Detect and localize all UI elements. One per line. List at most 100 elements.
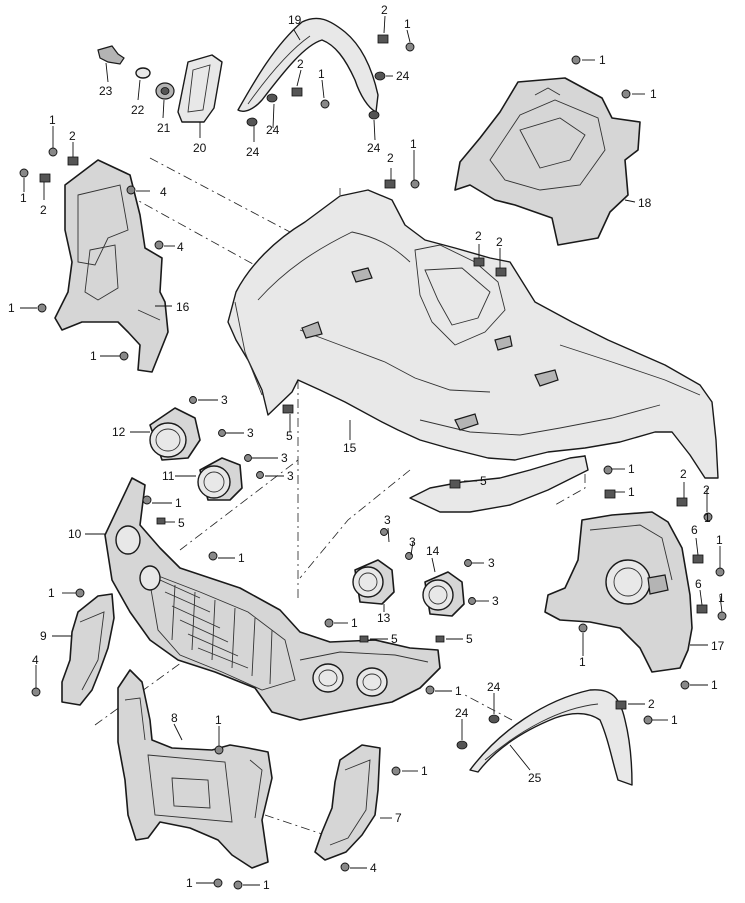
callout: 5 — [391, 632, 398, 646]
callout: 2 — [297, 57, 304, 71]
callout: 1 — [628, 462, 635, 476]
callout: 5 — [466, 632, 473, 646]
callout: 10 — [68, 527, 82, 541]
callout: 2 — [40, 203, 47, 217]
fasteners — [19, 34, 727, 890]
callout: 5 — [286, 429, 293, 443]
callout: 1 — [650, 87, 657, 101]
callout: 21 — [157, 121, 171, 135]
foglight-14 — [422, 571, 465, 617]
callout: 1 — [704, 511, 711, 525]
callout: 3 — [488, 556, 495, 570]
leader-lines — [20, 15, 723, 886]
callout: 1 — [238, 551, 245, 565]
callout: 3 — [281, 451, 288, 465]
callout: 1 — [711, 678, 718, 692]
callout: 4 — [370, 861, 377, 875]
callout: 13 — [377, 611, 391, 625]
callout: 1 — [404, 17, 411, 31]
callout: 4 — [32, 653, 39, 667]
bezel-20 — [177, 54, 223, 123]
callout: 6 — [695, 577, 702, 591]
callout: 22 — [131, 103, 145, 117]
callout: 12 — [112, 425, 126, 439]
callout: 4 — [160, 185, 167, 199]
callout: 24 — [266, 123, 280, 137]
callout: 24 — [455, 706, 469, 720]
callout: 1 — [20, 191, 27, 205]
callout: 8 — [171, 711, 178, 725]
callout: 16 — [176, 300, 190, 314]
skid-panel-8 — [117, 669, 273, 869]
callout: 18 — [638, 196, 652, 210]
callout: 1 — [671, 713, 678, 727]
callout: 1 — [48, 586, 55, 600]
callout: 3 — [409, 535, 416, 549]
console-cover-18 — [454, 77, 641, 246]
callout: 24 — [396, 69, 410, 83]
fender-flare-lower — [469, 689, 633, 786]
callout: 1 — [599, 53, 606, 67]
callout: 2 — [387, 151, 394, 165]
callout: 2 — [69, 129, 76, 143]
callout: 2 — [648, 697, 655, 711]
callout: 6 — [691, 523, 698, 537]
inner-panel-17 — [544, 511, 693, 673]
callout: 4 — [177, 240, 184, 254]
callout: 1 — [579, 655, 586, 669]
foglight-13 — [352, 559, 395, 605]
callout: 1 — [90, 349, 97, 363]
callout: 15 — [343, 441, 357, 455]
headlight-11 — [197, 457, 243, 501]
callout: 3 — [287, 469, 294, 483]
callout: 3 — [221, 393, 228, 407]
callout: 1 — [318, 67, 325, 81]
front-fender-15 — [227, 189, 719, 479]
callout: 5 — [480, 474, 487, 488]
corner-panel-7 — [314, 744, 381, 861]
callout: 1 — [215, 713, 222, 727]
callout: 24 — [487, 680, 501, 694]
callout: 9 — [40, 629, 47, 643]
callout: 1 — [628, 485, 635, 499]
callout: 14 — [426, 544, 440, 558]
trim-strip — [409, 455, 589, 513]
callout: 11 — [162, 469, 175, 483]
callout: 19 — [288, 13, 302, 27]
callout: 1 — [455, 684, 462, 698]
callout: 20 — [193, 141, 207, 155]
callout: 23 — [99, 84, 113, 98]
callout: 5 — [178, 516, 185, 530]
callout: 17 — [711, 639, 725, 653]
callout: 2 — [703, 483, 710, 497]
callout: 1 — [186, 876, 193, 890]
side-panel-9 — [61, 593, 115, 706]
callout: 2 — [496, 235, 503, 249]
callout: 7 — [395, 811, 402, 825]
callout: 1 — [716, 533, 723, 547]
callout: 3 — [247, 426, 254, 440]
washer-22 — [135, 67, 151, 79]
callout: 1 — [8, 301, 15, 315]
callout: 1 — [718, 591, 725, 605]
callout: 24 — [246, 145, 260, 159]
small-parts-group — [97, 45, 223, 123]
front-grille-10 — [104, 477, 441, 721]
callout-labels: 19 2 1 2 1 24 24 24 24 23 22 21 20 1 1 1… — [8, 3, 725, 892]
callout: 25 — [528, 771, 542, 785]
callout: 1 — [421, 764, 428, 778]
callout: 1 — [175, 496, 182, 510]
callout: 1 — [263, 878, 270, 892]
callout: 2 — [381, 3, 388, 17]
headlight-12 — [149, 407, 201, 461]
callout: 3 — [492, 594, 499, 608]
callout: 2 — [475, 229, 482, 243]
callout: 1 — [49, 113, 56, 127]
fender-flare-upper — [237, 17, 379, 113]
callout: 1 — [351, 616, 358, 630]
callout: 24 — [367, 141, 381, 155]
callout: 2 — [680, 467, 687, 481]
callout: 1 — [410, 137, 417, 151]
